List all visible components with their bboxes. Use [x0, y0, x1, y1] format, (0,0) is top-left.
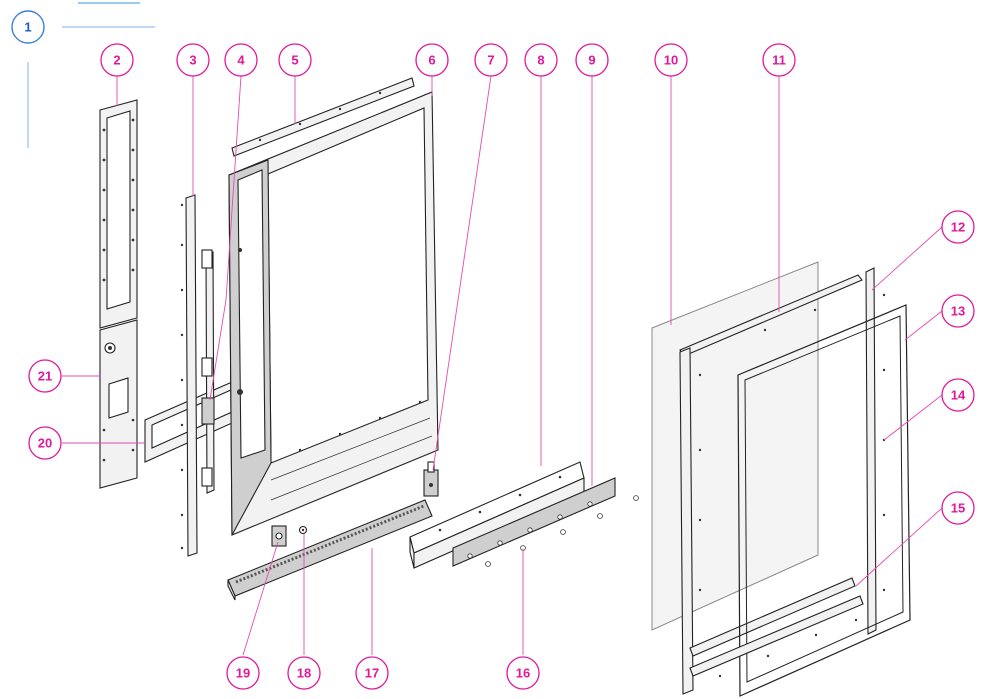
callout-6-label: 6 — [428, 53, 435, 68]
part-7-hinge-bracket — [423, 461, 439, 497]
callout-9-label: 9 — [588, 53, 595, 68]
callout-21: 21 — [28, 359, 62, 393]
callout-3-label: 3 — [189, 53, 196, 68]
callout-5-label: 5 — [291, 53, 298, 68]
callout-5: 5 — [278, 43, 312, 77]
callout-3: 3 — [176, 43, 210, 77]
callout-15-label: 15 — [951, 501, 965, 516]
callout-10-label: 10 — [664, 53, 678, 68]
callout-9: 9 — [575, 43, 609, 77]
callout-8: 8 — [524, 43, 558, 77]
part-15-bottom-rail — [689, 595, 864, 678]
callout-14: 14 — [941, 378, 975, 412]
part-5-top-bar — [231, 77, 415, 157]
part-10-glass-panel — [651, 261, 819, 631]
callout-18: 18 — [287, 656, 321, 690]
part-21-lower-side-panel — [99, 319, 138, 489]
callout-19: 19 — [226, 656, 260, 690]
part-18-washer — [298, 525, 308, 535]
callout-10: 10 — [654, 43, 688, 77]
callout-17: 17 — [355, 656, 389, 690]
part-19-hardware-block — [271, 525, 287, 547]
callout-17-label: 17 — [365, 666, 379, 681]
callout-6: 6 — [415, 43, 449, 77]
callout-2-label: 2 — [113, 53, 120, 68]
callout-20-label: 20 — [38, 436, 52, 451]
callout-2: 2 — [100, 43, 134, 77]
callout-15: 15 — [941, 491, 975, 525]
callout-14-label: 14 — [951, 388, 966, 403]
part-4-latch-strip — [201, 249, 215, 494]
view-number-circle — [11, 10, 45, 44]
part-6-main-frame — [228, 91, 439, 536]
callout-16-label: 16 — [516, 666, 530, 681]
part-11-inner-frame — [679, 274, 863, 695]
part-3-vertical-bar — [180, 194, 198, 557]
part-17-grille — [227, 499, 433, 601]
callout-16: 16 — [506, 656, 540, 690]
callout-19-label: 19 — [236, 666, 250, 681]
callout-8-label: 8 — [537, 53, 544, 68]
callout-7: 7 — [474, 43, 508, 77]
callout-7-label: 7 — [487, 53, 494, 68]
callout-4-label: 4 — [237, 53, 245, 68]
callout-13-label: 13 — [951, 304, 965, 319]
part-16-screws — [485, 495, 639, 567]
leader-lines — [62, 75, 943, 656]
part-12-side-rail — [865, 267, 886, 635]
callout-12-label: 12 — [951, 220, 965, 235]
view-header: 1 — [11, 2, 155, 148]
callout-18-label: 18 — [297, 666, 311, 681]
part-9-bar — [452, 477, 616, 567]
callout-4: 4 — [224, 43, 258, 77]
callout-11: 11 — [762, 43, 796, 77]
callout-12: 12 — [941, 210, 975, 244]
callout-20: 20 — [28, 426, 62, 460]
callout-13: 13 — [941, 294, 975, 328]
callout-11-label: 11 — [772, 53, 786, 68]
view-number: 1 — [24, 20, 31, 35]
callout-21-label: 21 — [38, 369, 52, 384]
part-13-outer-frame — [737, 304, 911, 697]
part-2-upper-side-panel — [99, 99, 138, 329]
